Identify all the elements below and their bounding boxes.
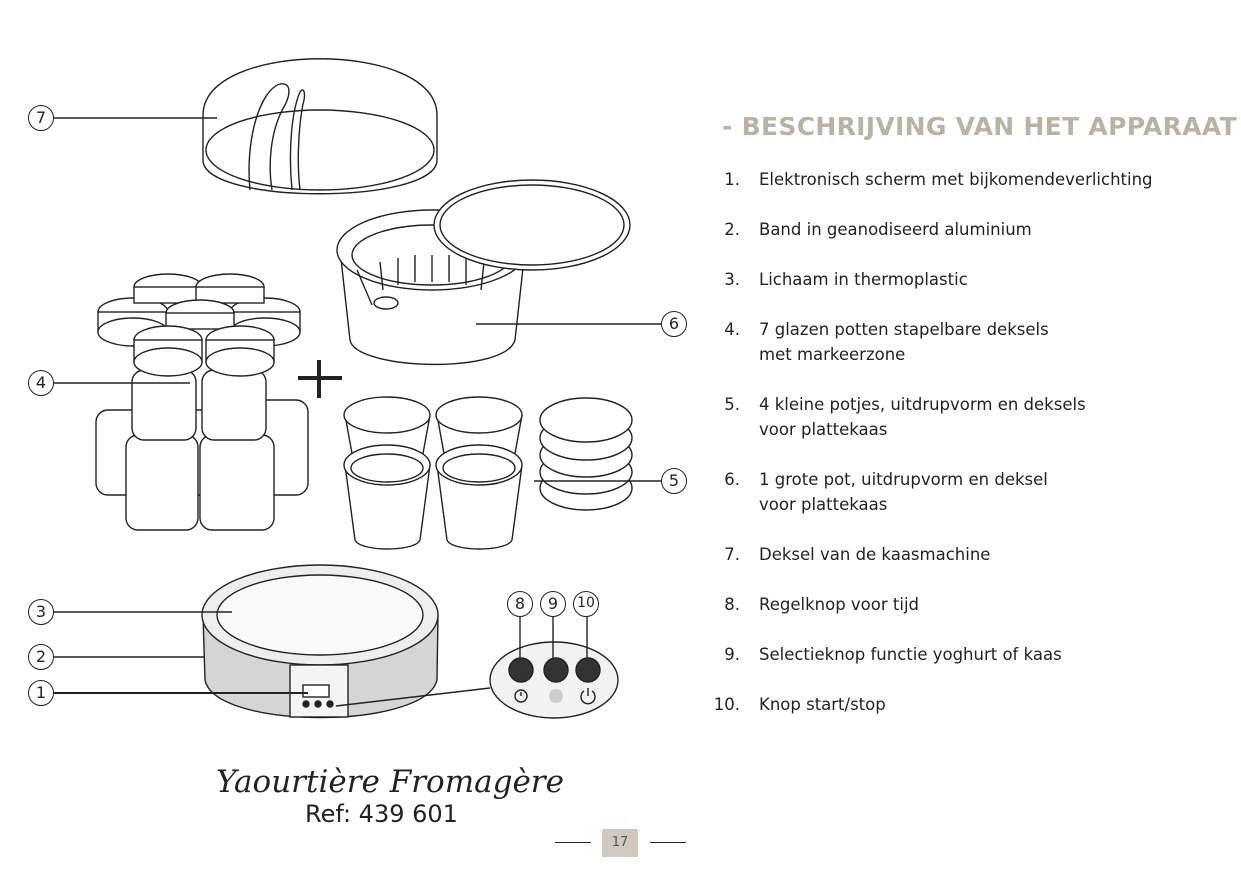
control-panel-zoom <box>335 616 619 719</box>
callout-5: 5 <box>661 468 687 494</box>
page-divider-right <box>650 842 686 844</box>
callout-10: 10 <box>573 591 599 617</box>
callout-3: 3 <box>28 599 54 625</box>
product-name: Yaourtière Fromagère <box>216 764 564 800</box>
page-number: 17 <box>602 829 638 857</box>
callout-8: 8 <box>507 591 533 617</box>
small-pots <box>343 396 633 550</box>
callout-1: 1 <box>28 680 54 706</box>
callout-7: 7 <box>28 105 54 131</box>
product-reference: Ref: 439 601 <box>305 800 458 828</box>
callout-4: 4 <box>28 370 54 396</box>
plus-sign <box>298 360 342 398</box>
cheese-maker-lid <box>202 58 438 195</box>
callout-9: 9 <box>540 591 566 617</box>
callout-6: 6 <box>661 311 687 337</box>
callout-2: 2 <box>28 644 54 670</box>
glass-jars <box>95 273 309 531</box>
page-divider-left <box>555 842 591 844</box>
yogurt-maker-base <box>201 564 439 719</box>
large-pot <box>336 179 631 366</box>
section-title: - BESCHRIJVING VAN HET APPARAAT - <box>722 112 1241 141</box>
